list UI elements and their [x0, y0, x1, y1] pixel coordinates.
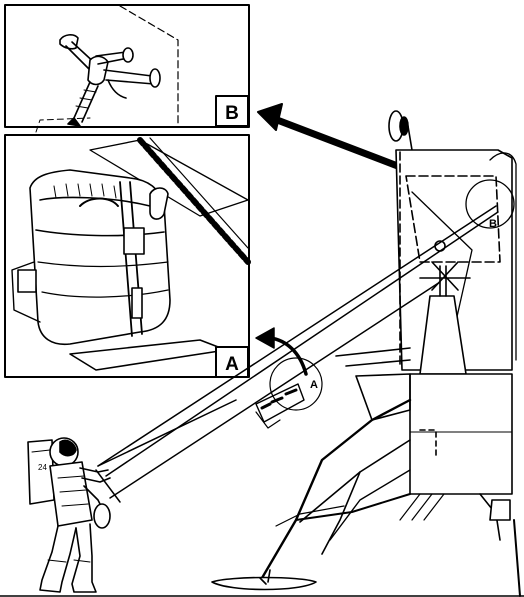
- lunar-module: B: [211, 110, 521, 597]
- marker-label-a: A: [310, 379, 318, 391]
- hook-fitting-icon: [59, 34, 161, 127]
- payload-bag-icon: A: [255, 357, 323, 429]
- detail-panel-b: B: [4, 4, 250, 133]
- conveyor-lines: [95, 205, 499, 503]
- suit-number: 24: [38, 463, 47, 472]
- marker-label-b: B: [489, 218, 497, 230]
- detail-label-b: B: [225, 103, 239, 124]
- astronaut-icon: 24: [27, 437, 111, 593]
- arrow-to-b-icon: [257, 103, 412, 174]
- antenna-icon: [388, 110, 413, 151]
- detail-panel-a: A: [4, 134, 251, 378]
- equipment-container-icon: [11, 169, 227, 371]
- detail-label-a: A: [225, 354, 239, 375]
- arrow-to-a-icon: [255, 327, 308, 376]
- footpad-icon: [211, 569, 317, 591]
